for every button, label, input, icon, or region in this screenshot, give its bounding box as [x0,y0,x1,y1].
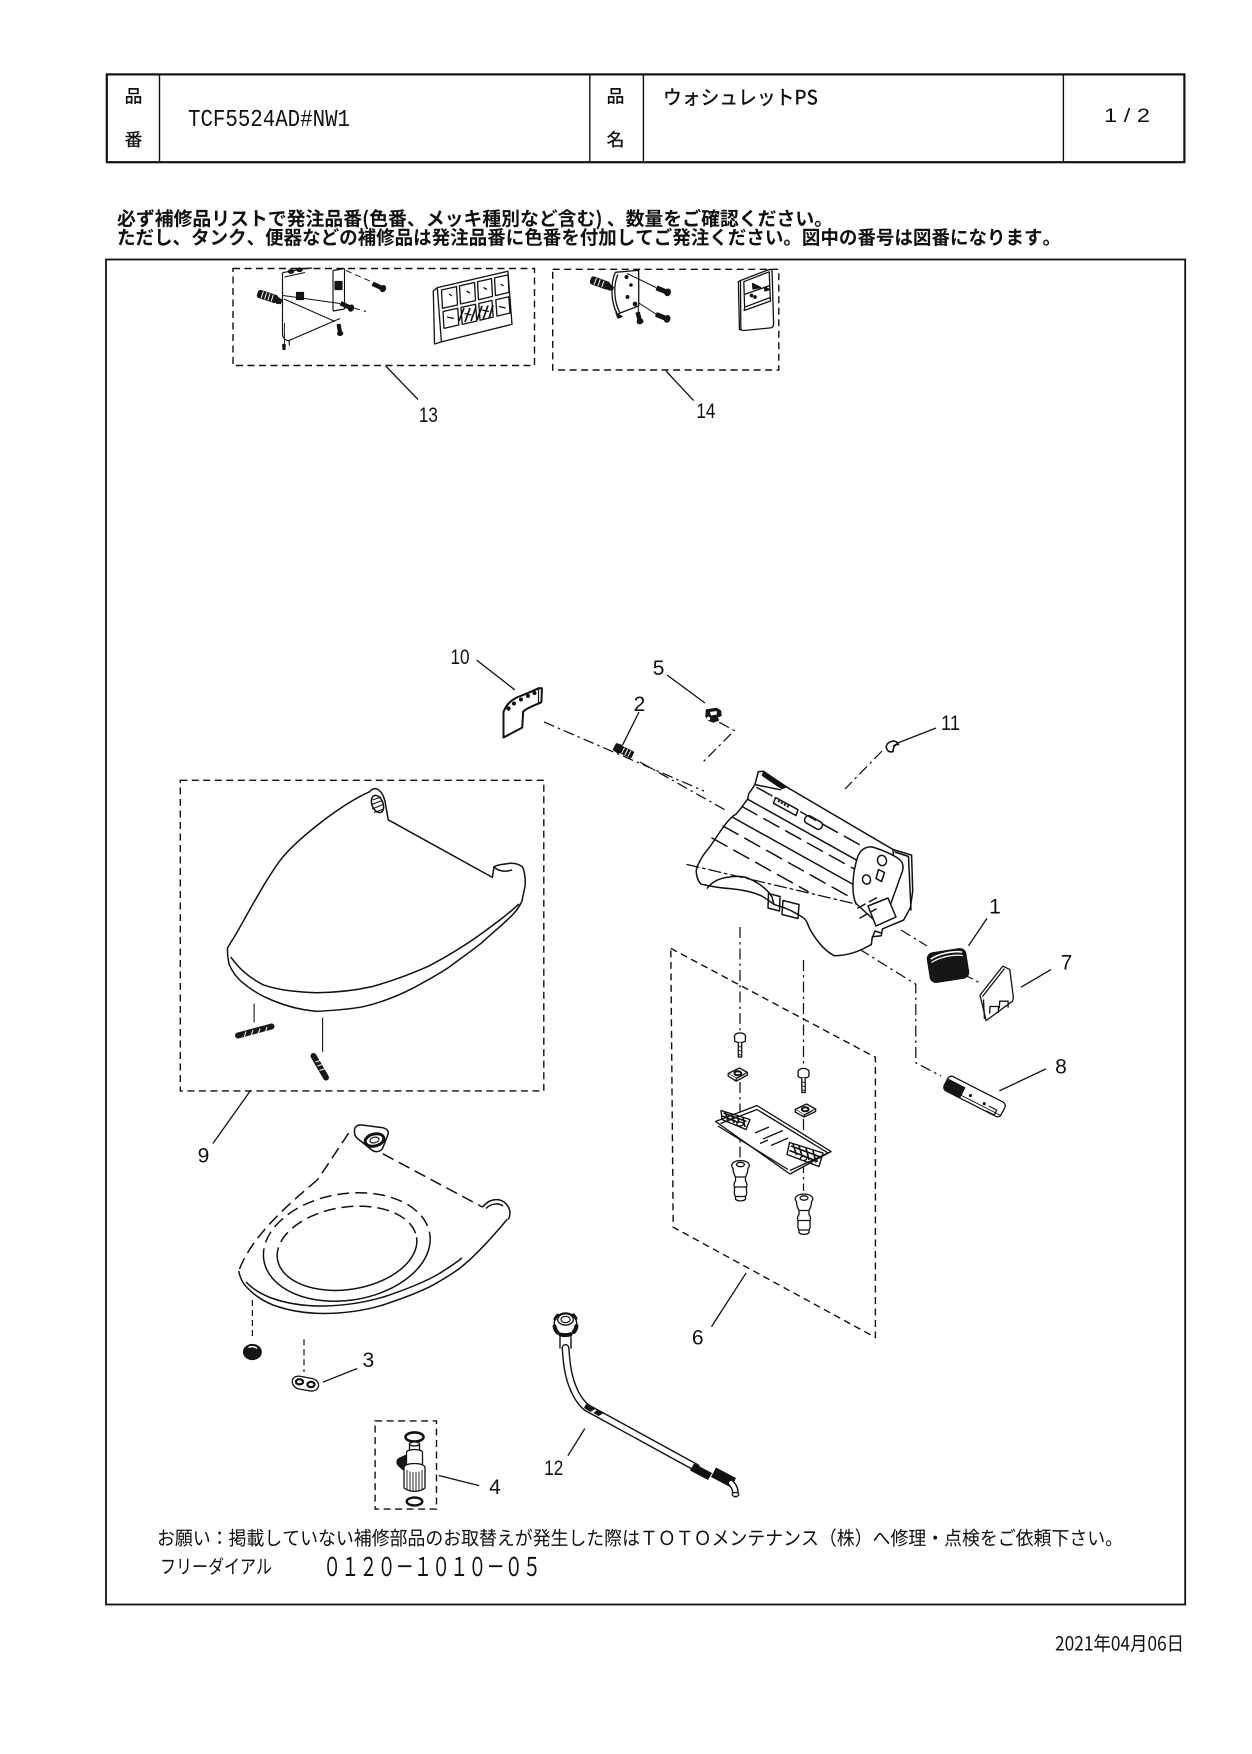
svg-text:9: 9 [198,1145,210,1168]
svg-text:13: 13 [419,404,438,427]
svg-text:1 / 2: 1 / 2 [1104,106,1150,127]
svg-text:14: 14 [696,400,715,423]
svg-text:6: 6 [692,1327,704,1350]
svg-text:11: 11 [941,712,960,735]
svg-text:4: 4 [489,1476,501,1499]
svg-text:12: 12 [544,1457,563,1480]
svg-text:1: 1 [989,896,1001,919]
svg-text:TCF5524AD#NW1: TCF5524AD#NW1 [188,107,350,134]
svg-text:3: 3 [362,1349,374,1372]
svg-text:8: 8 [1055,1056,1067,1079]
svg-text:5: 5 [653,657,665,680]
svg-text:7: 7 [1061,952,1073,975]
svg-text:10: 10 [451,646,470,669]
svg-text:2: 2 [634,693,646,716]
